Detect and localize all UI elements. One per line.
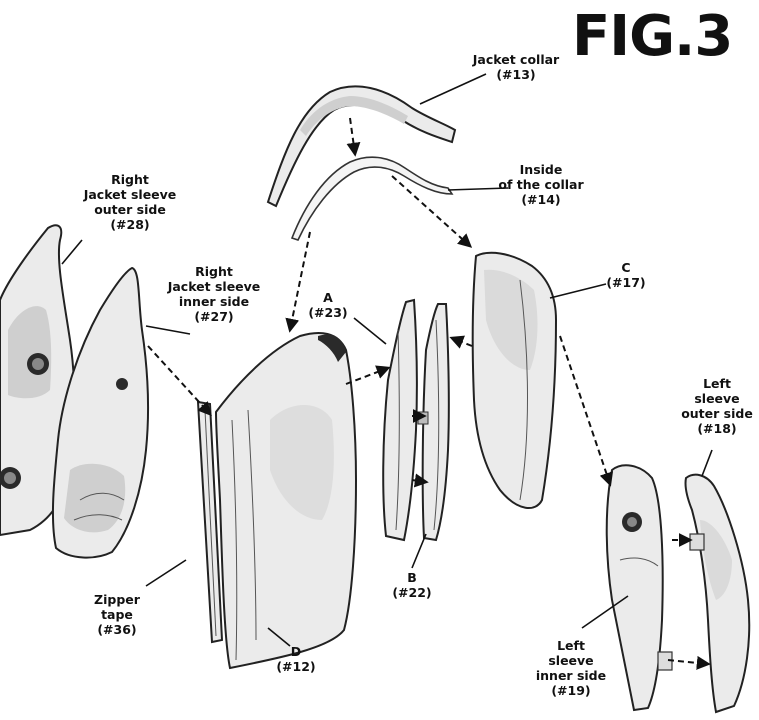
label-part-d: D(#12)	[268, 644, 324, 674]
right-sleeve-inner-piece	[53, 268, 148, 558]
label-part-c: C(#17)	[598, 260, 654, 290]
label-part-b: B(#22)	[384, 570, 440, 600]
left-sleeve-inner-piece	[607, 465, 672, 710]
part-c-piece	[473, 253, 556, 508]
left-sleeve-outer-piece	[685, 475, 749, 712]
inside-collar-piece	[292, 157, 452, 240]
body-panel-d-piece	[216, 333, 356, 668]
part-a-piece	[383, 300, 417, 540]
figure-title: FIG.3	[572, 2, 732, 72]
part-b-piece	[418, 304, 449, 540]
label-jacket-collar: Jacket collar(#13)	[466, 52, 566, 82]
label-part-a: A(#23)	[300, 290, 356, 320]
